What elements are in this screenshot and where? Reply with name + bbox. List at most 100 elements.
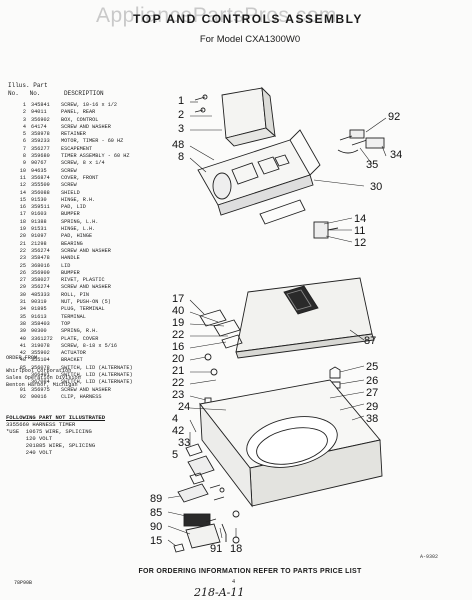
- part-description: COVER, FRONT: [61, 174, 99, 181]
- part-illus-no: 22: [19, 247, 26, 254]
- part-illus-no: 4: [22, 123, 26, 130]
- part-description: HINGE, R.H.: [61, 196, 96, 203]
- part-description: SPRING, R.H.: [61, 328, 99, 335]
- part-illus-no: 30: [19, 291, 26, 298]
- not-illustrated-line: 240 VOLT: [6, 449, 53, 456]
- not-illustrated-line: 120 VOLT: [6, 435, 53, 442]
- part-number: 90319: [31, 299, 47, 306]
- callout-number: 29: [366, 401, 378, 413]
- part-number: 356274: [31, 247, 50, 254]
- callout-number: 23: [172, 389, 184, 401]
- part-number: 356088: [31, 189, 50, 196]
- part-number: 91530: [31, 196, 47, 203]
- part-illus-no: 5: [22, 131, 26, 138]
- callout-number: 8: [178, 151, 184, 163]
- callout-number: 89: [150, 493, 162, 505]
- callout-number: 14: [354, 213, 366, 225]
- callout-number: 40: [172, 305, 184, 317]
- not-illustrated-line: 201885 WIRE, SPLICING: [6, 442, 96, 449]
- not-illustrated-heading: FOLLOWING PART NOT ILLUSTRATED: [6, 414, 106, 421]
- callout-number: 4: [172, 413, 178, 425]
- part-description: MOTOR, TIMER - 60 HZ: [61, 138, 124, 145]
- callout-number: 30: [370, 181, 382, 193]
- order-note-line: Benton Harbor, Michigan: [6, 382, 78, 388]
- part-number: 319078: [31, 342, 50, 349]
- parts-list-row: 31 90319 NUT, PUSH-ON (5): [6, 299, 156, 306]
- callout-number: 1: [178, 95, 184, 107]
- part-description: RIVET, PLASTIC: [61, 277, 105, 284]
- callout-number: 3: [178, 123, 184, 135]
- part-description: SCREW AND WASHER: [61, 123, 111, 130]
- part-illus-no: 91: [19, 386, 26, 393]
- part-illus-no: 31: [19, 299, 26, 306]
- callout-number: 85: [150, 507, 162, 519]
- callout-number: 48: [172, 139, 184, 151]
- part-number: 3361272: [31, 335, 53, 342]
- page-number: 4: [232, 579, 235, 585]
- part-number: 94635: [31, 167, 47, 174]
- part-description: SCREW, 8-18 x 5/16: [61, 342, 118, 349]
- part-description: HANDLE: [61, 255, 80, 262]
- not-illustrated-lines: 3355660 HARNESS TIMER*USE 10675 WIRE, SP…: [6, 421, 146, 456]
- part-description: SHIELD: [61, 189, 80, 196]
- part-illus-no: 26: [19, 269, 26, 276]
- part-illus-no: 92: [19, 393, 26, 400]
- part-number: 356902: [31, 116, 50, 123]
- part-illus-no: 29: [19, 284, 26, 291]
- part-description: TERMINAL: [61, 313, 86, 320]
- parts-list-row: 15 91530 HINGE, R.H.: [6, 197, 156, 204]
- callout-number: 42: [172, 425, 184, 437]
- part-number: 345841: [31, 102, 50, 108]
- part-description: ESCAPEMENT: [61, 145, 93, 152]
- callout-number: 25: [366, 361, 378, 373]
- part-description: SCREW, 8 x 1/4: [61, 160, 105, 167]
- part-description: ROLL, PIN: [61, 291, 90, 298]
- part-illus-no: 39: [19, 328, 26, 335]
- part-illus-no: 38: [19, 320, 26, 327]
- not-illustrated-line: *USE 10675 WIRE, SPLICING: [6, 428, 92, 435]
- not-illustrated-line: 3355660 HARNESS TIMER: [6, 421, 76, 428]
- part-description: NUT, PUSH-ON (5): [61, 299, 111, 306]
- part-number: 358403: [31, 320, 50, 327]
- order-note-line: ORDER FROM: [6, 355, 38, 361]
- part-description: SCREW: [61, 182, 77, 189]
- part-description: PANEL, REAR: [61, 109, 96, 116]
- part-description: SWITCH, LID (ALTERNATE): [61, 371, 133, 378]
- part-illus-no: 7: [22, 145, 26, 152]
- part-illus-no: 15: [19, 196, 26, 203]
- doc-code: 78P90B: [14, 580, 33, 586]
- part-illus-no: 18: [19, 218, 26, 225]
- callout-number: 34: [390, 149, 402, 161]
- part-illus-no: 1: [22, 102, 26, 108]
- part-description: SCREW: [61, 167, 77, 174]
- part-number: 356277: [31, 145, 50, 152]
- part-description: BRACKET: [61, 357, 83, 364]
- header-no: No. No.: [8, 90, 40, 97]
- part-description: SCREW AND WASHER: [61, 386, 111, 393]
- callout-number: 26: [366, 375, 378, 387]
- part-illus-no: 3: [22, 116, 26, 123]
- part-description: BUMPER: [61, 211, 80, 218]
- part-description: SCREW AND WASHER: [61, 284, 111, 291]
- callout-number: 90: [150, 521, 162, 533]
- part-illus-no: 27: [19, 277, 26, 284]
- callout-number: 16: [172, 341, 184, 353]
- part-number: 368016: [31, 262, 50, 269]
- part-illus-no: 48: [19, 357, 26, 364]
